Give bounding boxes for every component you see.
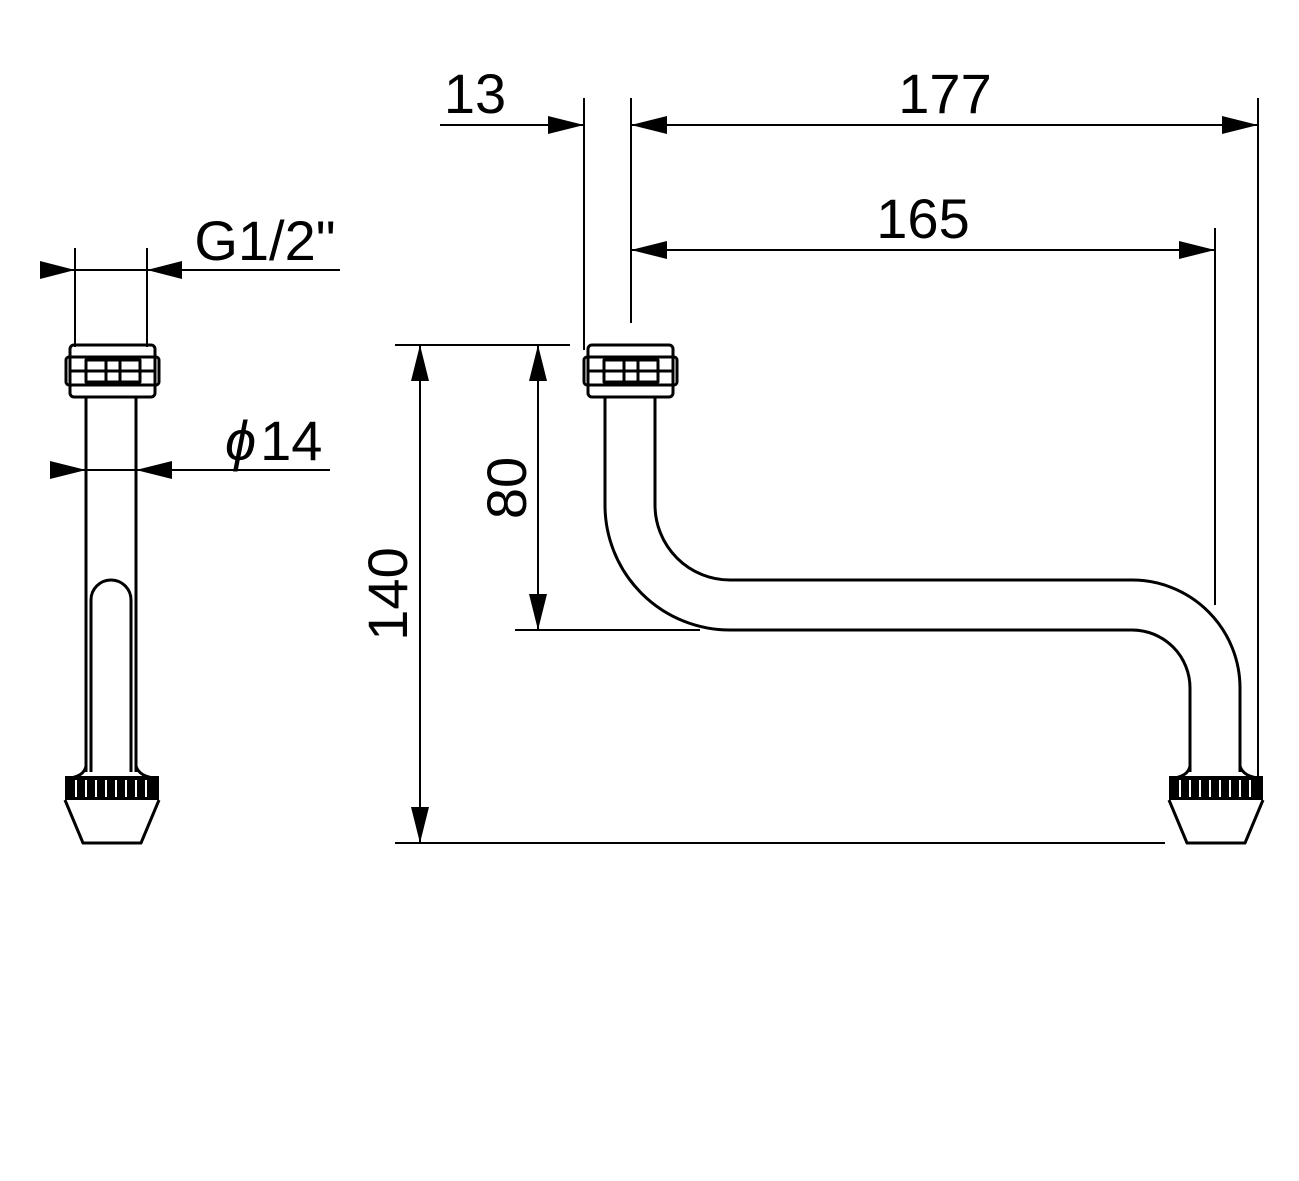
front-view-spout <box>603 397 1242 772</box>
dimension-width-177-label: 177 <box>898 62 991 125</box>
diameter-value: 14 <box>260 409 322 472</box>
dimension-width-177: 177 <box>631 62 1258 134</box>
dimension-width-165: 165 <box>631 187 1215 259</box>
dimension-offset-13-label: 13 <box>444 62 506 125</box>
front-view-aerator <box>1167 765 1265 845</box>
front-view-hex-nut <box>582 343 679 399</box>
dimension-diameter-label: ϕ14 <box>225 409 322 472</box>
side-view: G1/2" ϕ14 <box>40 209 340 845</box>
dimension-thread: G1/2" <box>40 209 340 347</box>
side-view-aerator <box>63 765 161 845</box>
front-view: 13 177 165 80 140 <box>356 62 1265 845</box>
dimension-width-165-label: 165 <box>876 187 969 250</box>
dimension-thread-label: G1/2" <box>194 209 335 272</box>
side-view-hex-nut <box>64 343 161 399</box>
extension-lines <box>395 98 1259 844</box>
dimension-height-80-label: 80 <box>475 457 538 519</box>
dimension-height-140-label: 140 <box>356 547 419 640</box>
dimension-height-140: 140 <box>356 345 429 843</box>
side-view-tube <box>84 397 138 772</box>
dimension-diameter: ϕ14 <box>50 409 330 479</box>
dimension-offset-13: 13 <box>440 62 667 134</box>
dimension-height-80: 80 <box>475 345 547 630</box>
diameter-symbol: ϕ <box>225 409 256 472</box>
